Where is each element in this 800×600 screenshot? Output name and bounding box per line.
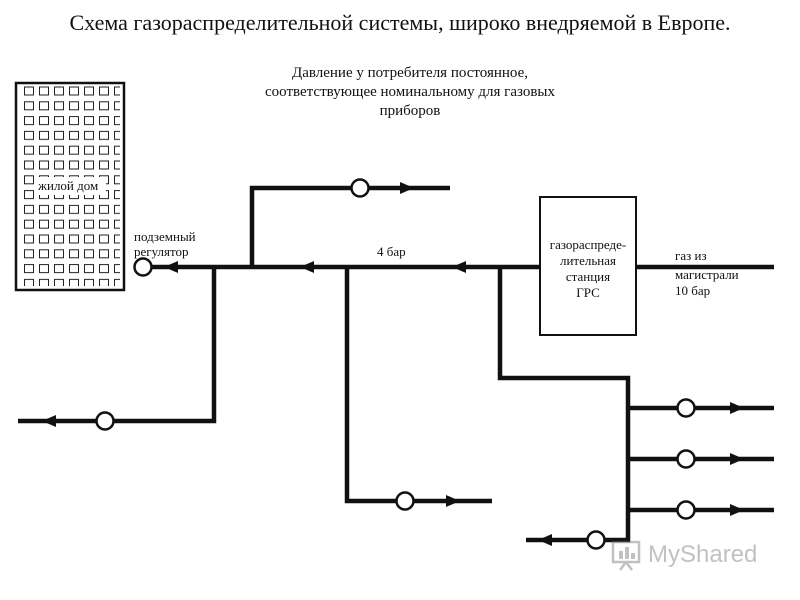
flow-arrow xyxy=(300,261,314,273)
flow-arrow xyxy=(164,261,178,273)
station-label-line3: станция xyxy=(565,269,611,284)
watermark-text: MyShared xyxy=(648,541,758,568)
mains-label-line2: магистрали xyxy=(675,267,739,282)
house-label-background xyxy=(36,177,106,195)
station-label-line1: газораспреде- xyxy=(549,237,627,252)
diagram-title: Схема газораспределительной системы, шир… xyxy=(69,10,731,35)
house-label: жилой дом xyxy=(38,178,99,193)
valve xyxy=(350,178,370,198)
regulator-label-line2: регулятор xyxy=(134,244,189,259)
regulator-label-line1: подземный xyxy=(134,229,196,244)
valve xyxy=(676,500,696,520)
flow-arrow xyxy=(538,534,552,546)
flow-arrow xyxy=(452,261,466,273)
valve xyxy=(395,491,415,511)
valve xyxy=(586,530,606,550)
flow-arrow xyxy=(400,182,414,194)
underground-regulator-valve xyxy=(133,257,153,277)
flow-arrow xyxy=(730,402,744,414)
flow-arrow xyxy=(42,415,56,427)
pressure-note: Давление у потребителя постоянное, соотв… xyxy=(265,65,555,119)
valve xyxy=(95,411,115,431)
flow-arrow xyxy=(446,495,460,507)
flow-arrow xyxy=(730,453,744,465)
valve xyxy=(676,449,696,469)
gas-distribution-station-box xyxy=(539,196,637,336)
watermark: MyShared xyxy=(610,538,780,572)
valve xyxy=(676,398,696,418)
station-label-line2: лительная xyxy=(559,253,617,268)
mains-label-line3: 10 бар xyxy=(675,283,711,298)
mains-label-line1: газ из xyxy=(675,248,707,263)
watermark-logo-icon xyxy=(611,540,641,571)
left-branch-pipe xyxy=(18,267,217,424)
upper-branch-pipe xyxy=(249,185,450,267)
flow-arrow xyxy=(730,504,744,516)
middle-branch-pipe xyxy=(344,267,492,504)
pressure-4-bar-label: 4 бар xyxy=(377,244,406,259)
station-label-line4: ГРС xyxy=(576,285,600,300)
